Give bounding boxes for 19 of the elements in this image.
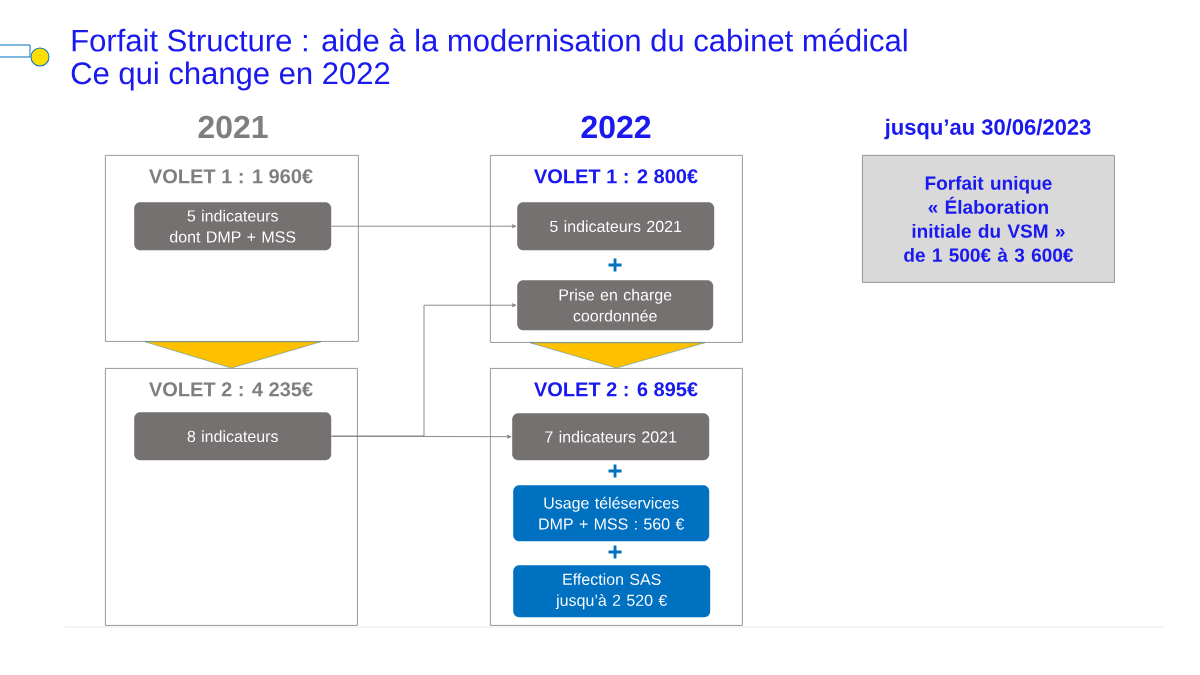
year-heading: 2021	[198, 115, 268, 139]
process-box: 7 indicateurs 2021	[512, 413, 710, 461]
title: Forfait Structure : aide à la modernisation du cabinet médical	[72, 28, 907, 52]
plus-sign: +	[608, 545, 622, 559]
process-box: Prise en charge coordonnée	[517, 280, 714, 331]
process-box: 8 indicateurs	[134, 412, 332, 461]
arrow	[330, 224, 517, 229]
arrow	[330, 303, 517, 437]
process-box: 5 indicateurs 2021	[517, 202, 715, 251]
subtitle: Ce qui change en 2022	[71, 61, 390, 91]
plus-sign: +	[608, 258, 622, 272]
chevron-arrow	[144, 341, 321, 369]
process-box: 5 indicateurs dont DMP + MSS	[134, 202, 332, 251]
year-heading: 2022	[581, 115, 651, 139]
chevron-arrow	[529, 342, 705, 369]
process-box: Usage téléservices DMP + MSS : 560 €	[513, 485, 710, 542]
plus-sign: +	[608, 464, 622, 478]
process-box: Effection SAS jusqu’à 2 520 €	[513, 565, 711, 618]
info-box: Forfait unique « Élaboration initiale du VSM » de 1 500€ à 3 600€	[862, 155, 1115, 283]
